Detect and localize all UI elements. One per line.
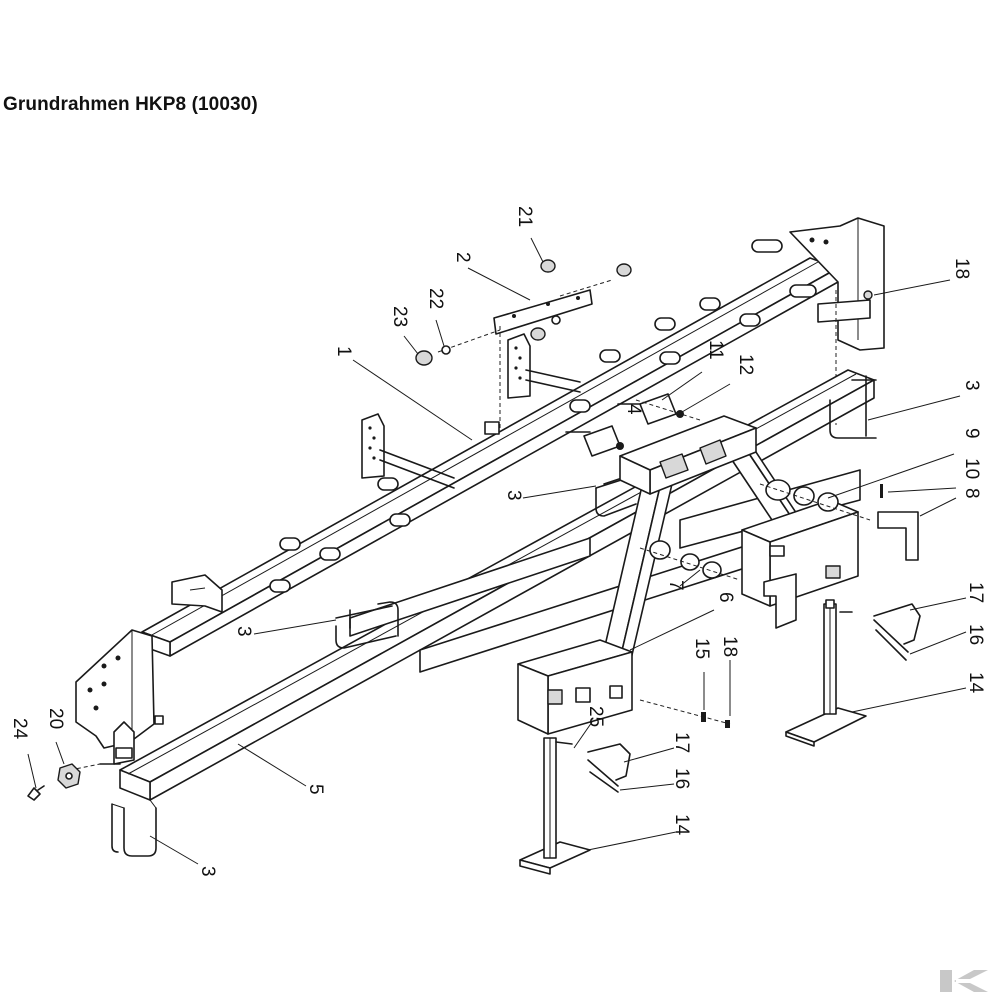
- leader-lines: [27, 237, 967, 865]
- jack-stand-right: [785, 599, 921, 747]
- callout-18-bottom: 18: [719, 636, 740, 657]
- callout-15: 15: [691, 638, 712, 659]
- k-logo-icon: [940, 970, 988, 992]
- callout-22: 22: [425, 288, 446, 309]
- callout-8: 8: [961, 488, 982, 499]
- callout-12: 12: [735, 354, 756, 375]
- jack-stand-left: [519, 737, 631, 875]
- hitch-top-block: [583, 393, 757, 495]
- upper-beam-posts: [269, 239, 817, 593]
- callout-23: 23: [389, 306, 410, 327]
- callout-25: 25: [585, 706, 606, 727]
- callout-16-right: 16: [965, 624, 986, 645]
- beam-clamp-plates: [361, 333, 581, 489]
- upper-beam-left-bracket: [171, 574, 223, 613]
- u-bolt-left-lower: [69, 721, 157, 857]
- u-bolt-right: [829, 375, 877, 439]
- callout-6: 6: [715, 592, 736, 603]
- callout-7: 7: [665, 580, 686, 591]
- callout-17-right: 17: [965, 582, 986, 603]
- callout-3-center: 3: [503, 490, 524, 501]
- callout-18-top: 18: [951, 258, 972, 279]
- callout-17-left: 17: [671, 732, 692, 753]
- callout-4: 4: [623, 404, 644, 415]
- hitch-left-block: [517, 639, 633, 735]
- callout-10: 10: [961, 458, 982, 479]
- callout-9: 9: [961, 428, 982, 439]
- callout-21: 21: [514, 206, 535, 227]
- callout-24: 24: [9, 718, 30, 740]
- callout-20: 20: [45, 708, 66, 729]
- callout-2: 2: [452, 252, 473, 263]
- page-title: Grundrahmen HKP8 (10030): [3, 94, 258, 115]
- callout-3-left: 3: [233, 626, 254, 637]
- callout-5: 5: [305, 784, 326, 795]
- callout-3-bottom: 3: [197, 866, 218, 877]
- clamp-plate-2: [415, 259, 632, 430]
- callout-11: 11: [705, 340, 726, 360]
- u-bolt-left-middle: [335, 601, 399, 649]
- callout-1: 1: [333, 346, 354, 357]
- callout-16-left: 16: [671, 768, 692, 789]
- callout-3-right: 3: [961, 380, 982, 391]
- callout-14-right: 14: [965, 672, 986, 694]
- callout-14-left: 14: [671, 814, 692, 836]
- small-pins: [639, 699, 731, 728]
- hitch-pins: [639, 479, 919, 581]
- nut-and-clip: [27, 763, 81, 801]
- callout-numbers: 21 2 22 23 1 11 12 4 18 3 9 10 8 3 7 6 3…: [9, 206, 986, 877]
